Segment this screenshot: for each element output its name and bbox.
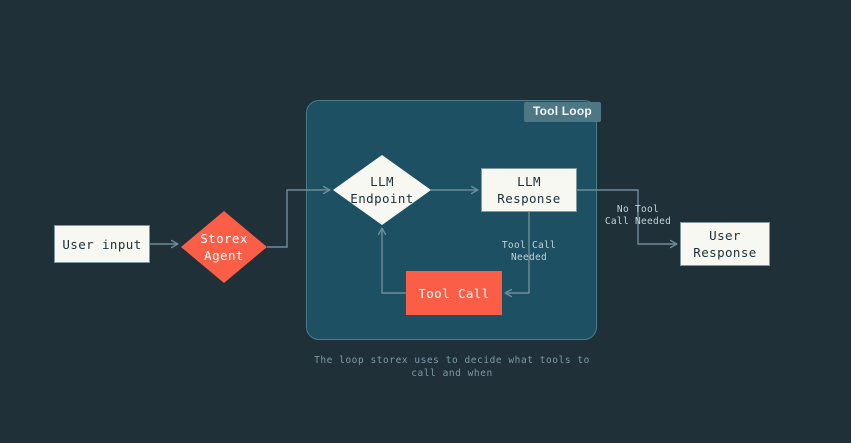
node-llm-response[interactable]: LLM Response (481, 168, 577, 212)
tool-loop-badge: Tool Loop (524, 102, 601, 122)
node-llm-endpoint-label: LLM Endpoint (350, 174, 414, 206)
node-llm-endpoint[interactable]: LLM Endpoint (333, 155, 431, 225)
storex-agent-diamond-shape (181, 211, 267, 283)
node-storex-agent-label: Storex Agent (200, 231, 248, 263)
node-user-input[interactable]: User input (54, 225, 150, 263)
edge-label-no-tool-call-needed: No Tool Call Needed (604, 204, 672, 227)
node-tool-call[interactable]: Tool Call (406, 271, 502, 315)
node-storex-agent[interactable]: Storex Agent (181, 211, 267, 283)
node-user-response[interactable]: User Response (680, 222, 770, 266)
llm-endpoint-diamond-shape (333, 155, 431, 225)
diagram-caption: The loop storex uses to decide what tool… (314, 355, 590, 379)
edge-label-tool-call-needed: Tool Call Needed (501, 240, 557, 263)
